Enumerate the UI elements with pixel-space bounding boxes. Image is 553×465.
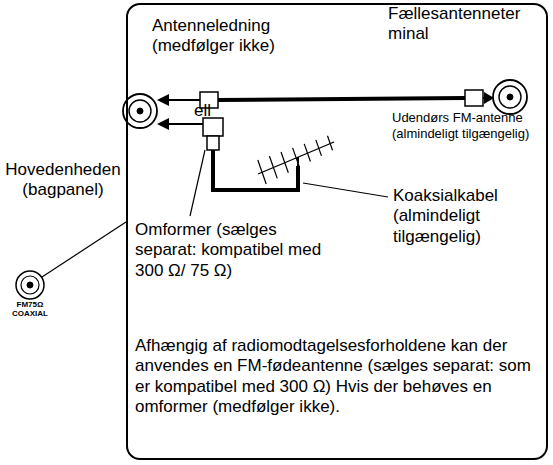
cable-label: Antenneledning (medfølger ikke): [152, 16, 302, 57]
cable-type-label: Koaksialkabel (almindeligt tilgængelig): [393, 186, 523, 247]
or-label: ell: [194, 101, 234, 121]
rear-jack: [16, 271, 44, 299]
antenna-terminal: [493, 80, 527, 114]
jack-label: FM75Ω COAXIAL: [4, 301, 56, 319]
cable: [168, 123, 203, 125]
antenna-terminal-pin: [507, 94, 513, 100]
antenna-label: Udendørs FM-antenne (almindeligt tilgæng…: [392, 110, 542, 141]
leader-line: [303, 183, 388, 197]
plug: [465, 90, 483, 106]
adapter: [203, 118, 223, 136]
arrowhead: [157, 94, 169, 106]
antenna-element: [327, 136, 332, 150]
arrowhead: [157, 118, 169, 130]
terminal-label: Fællesantenneter minal: [388, 4, 538, 45]
panel-box: Antenneledning (medfølger ikke) Fællesant…: [126, 3, 548, 460]
fm-antenna: [258, 136, 334, 184]
antenna-terminal-inner: [499, 86, 521, 108]
rear-jack-pin: [27, 282, 33, 288]
arrowhead: [484, 92, 494, 104]
antenna-element: [293, 148, 300, 167]
antenna-element: [269, 156, 277, 178]
leader-line: [42, 222, 126, 277]
antenna-element: [281, 152, 288, 173]
main-jack-inner: [129, 100, 151, 122]
note-text: Afhængig af radiomodtagelsesforholdene k…: [135, 336, 540, 418]
cable: [168, 99, 200, 101]
adapter-label: Omformer (sælges separat: kompatibel med…: [135, 220, 340, 281]
leader-line: [190, 150, 205, 216]
main-jack-pin: [137, 108, 143, 114]
antenna-element: [304, 144, 310, 162]
coaxial-cable: [213, 150, 298, 190]
rear-jack-inner: [21, 276, 39, 294]
antenna-element: [316, 140, 322, 156]
adapter-tail: [207, 136, 219, 150]
part-name: Hovedenheden (bagpanel): [2, 160, 124, 201]
antenna-lead: [218, 98, 465, 100]
antenna-element: [258, 160, 266, 184]
main-jack: [123, 94, 157, 128]
